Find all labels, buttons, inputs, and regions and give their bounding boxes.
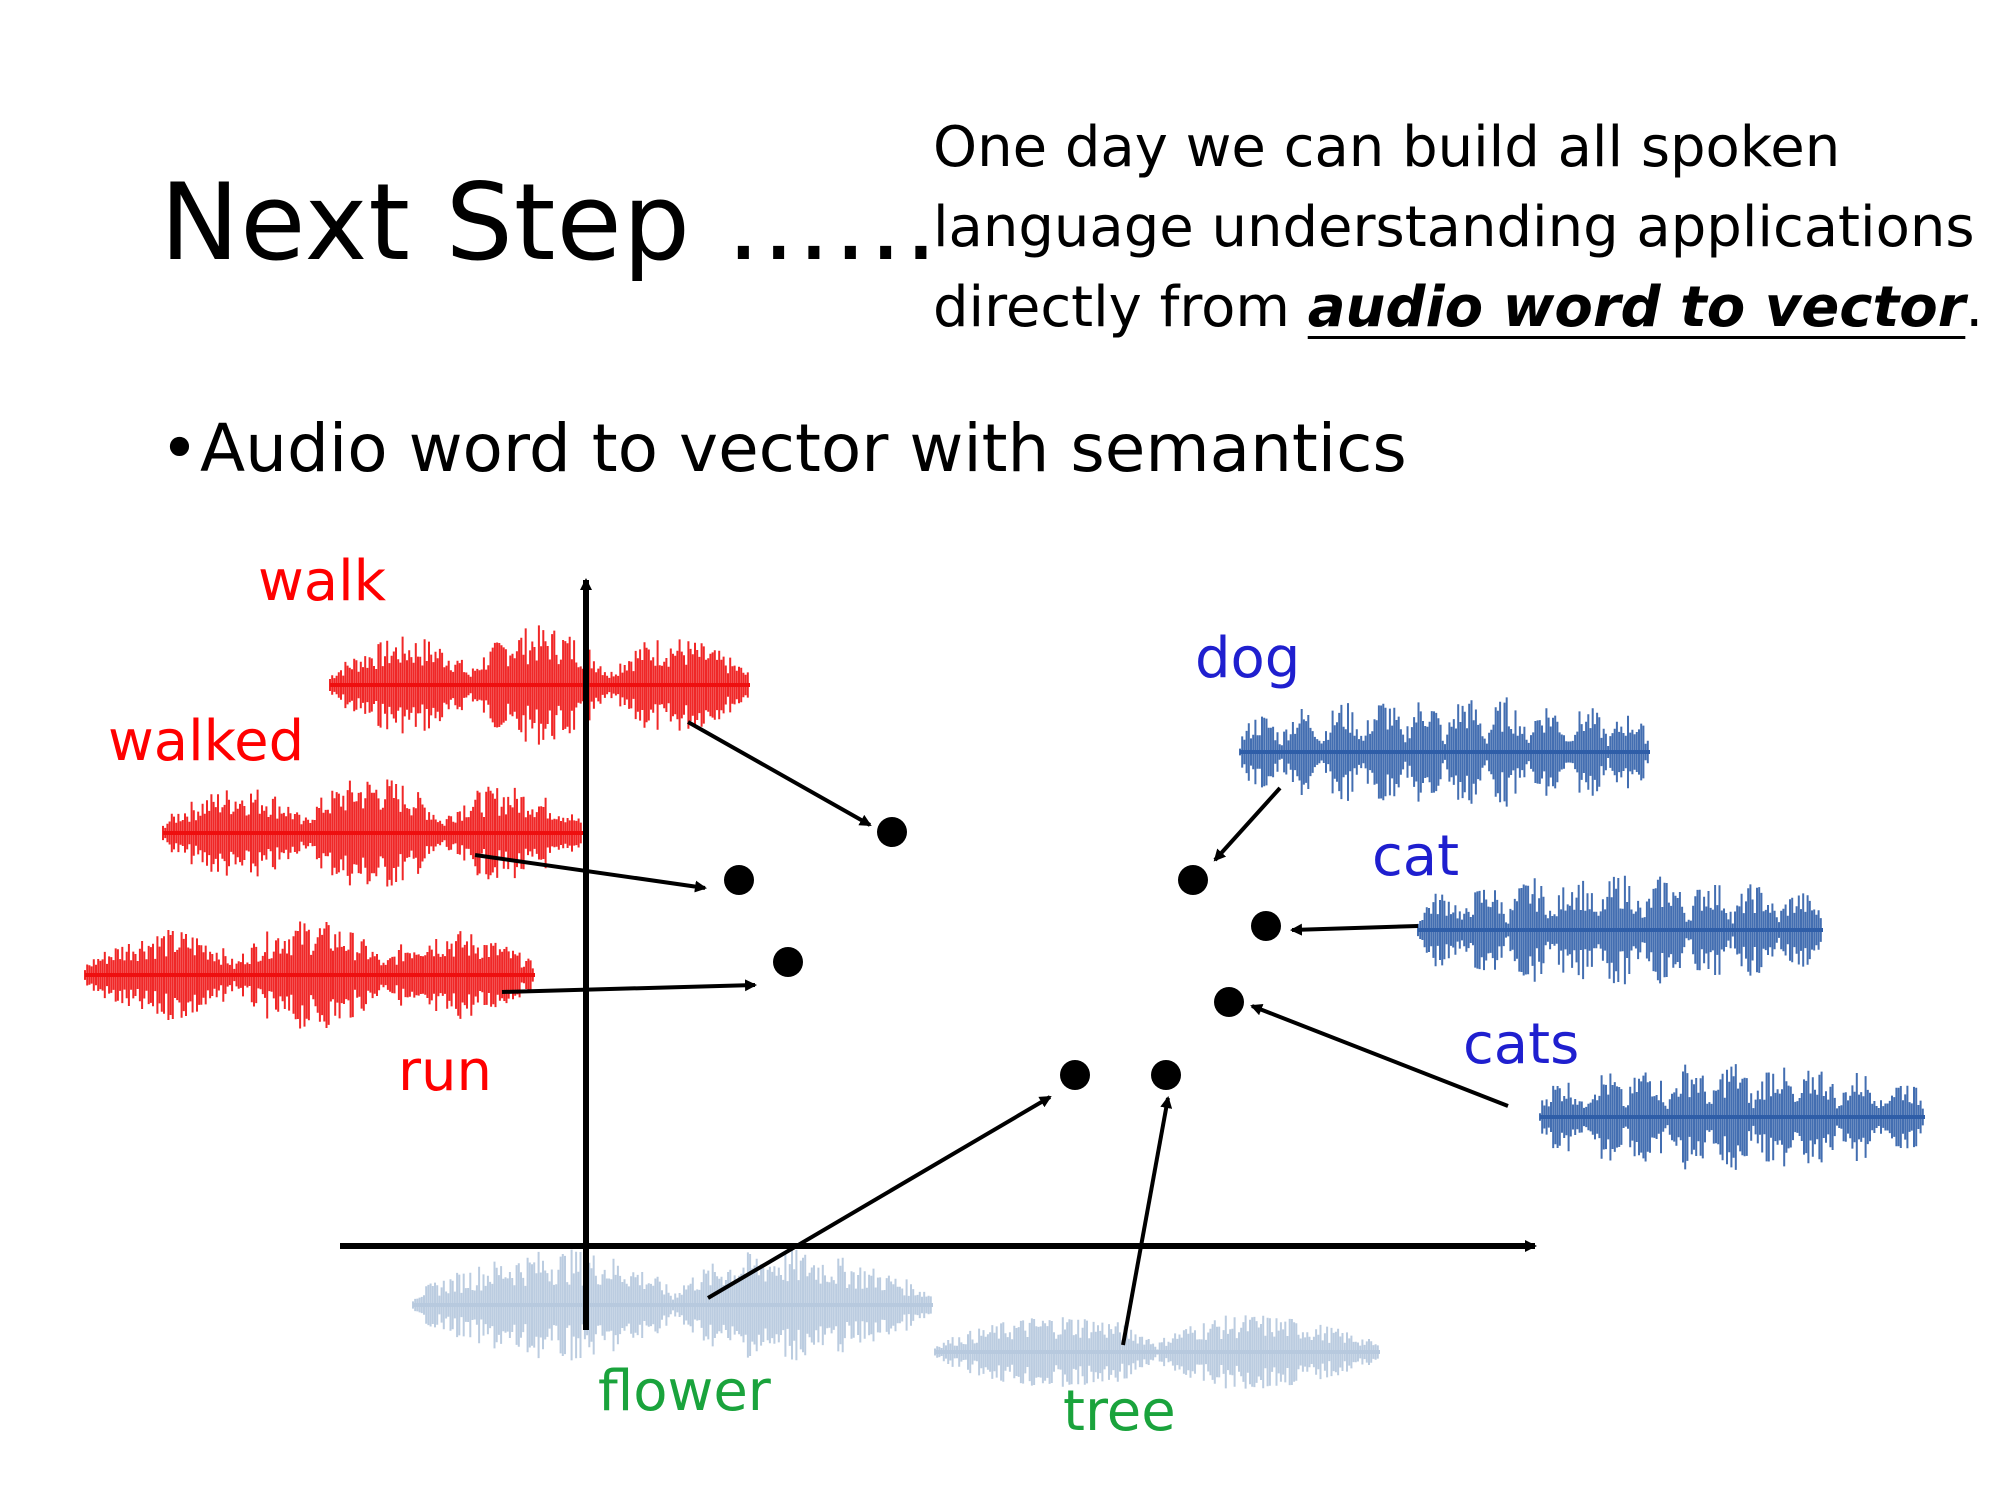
label-cats: cats: [1463, 1012, 1579, 1077]
bullet-text: Audio word to vector with semantics: [200, 410, 1407, 487]
waveforms: [84, 625, 1925, 1389]
point-dog: [1178, 865, 1208, 895]
arrow-walked: [474, 853, 707, 893]
point-walked: [724, 865, 754, 895]
point-tree: [1151, 1060, 1181, 1090]
arrow-flower: [706, 1095, 1052, 1300]
waveform-run: [84, 921, 535, 1029]
point-flower: [1060, 1060, 1090, 1090]
label-walk: walk: [258, 549, 387, 614]
label-dog: dog: [1195, 626, 1300, 691]
point-cat: [1251, 911, 1281, 941]
axes: [340, 578, 1537, 1330]
arrow-dog: [1213, 786, 1282, 862]
arrow-walk: [687, 720, 872, 827]
waveform-dog: [1239, 697, 1650, 807]
arrow-tree: [1121, 1096, 1173, 1346]
embedding-points: [724, 817, 1281, 1090]
arrow-cats: [1250, 1004, 1509, 1108]
waveform-flower: [412, 1249, 933, 1361]
word-labels: walk walked run dog cat cats flower tree: [108, 549, 1579, 1444]
bullet-dot: •: [160, 410, 199, 487]
point-cats: [1214, 987, 1244, 1017]
label-walked: walked: [108, 709, 304, 774]
waveform-tree: [934, 1315, 1380, 1389]
quote-emphasis: audio word to vector: [1307, 275, 1966, 340]
quote-text: One day we can build all spoken language…: [933, 115, 1975, 340]
bullet-point: •Audio word to vector with semantics: [160, 410, 1407, 487]
slide-quote: One day we can build all spoken language…: [933, 108, 1993, 348]
label-cat: cat: [1372, 824, 1459, 889]
label-run: run: [398, 1039, 492, 1104]
waveform-cats: [1539, 1064, 1925, 1170]
point-walk: [877, 817, 907, 847]
arrow-run: [501, 979, 757, 994]
label-flower: flower: [598, 1359, 772, 1424]
point-run: [773, 947, 803, 977]
quote-period: .: [1965, 275, 1984, 340]
label-tree: tree: [1063, 1379, 1176, 1444]
waveform-walk: [329, 625, 750, 745]
waveform-cat: [1417, 875, 1823, 985]
waveform-walked: [162, 779, 583, 887]
arrow-cat: [1290, 923, 1419, 936]
arrows: [474, 720, 1509, 1346]
slide-title: Next Step ……: [160, 161, 940, 284]
